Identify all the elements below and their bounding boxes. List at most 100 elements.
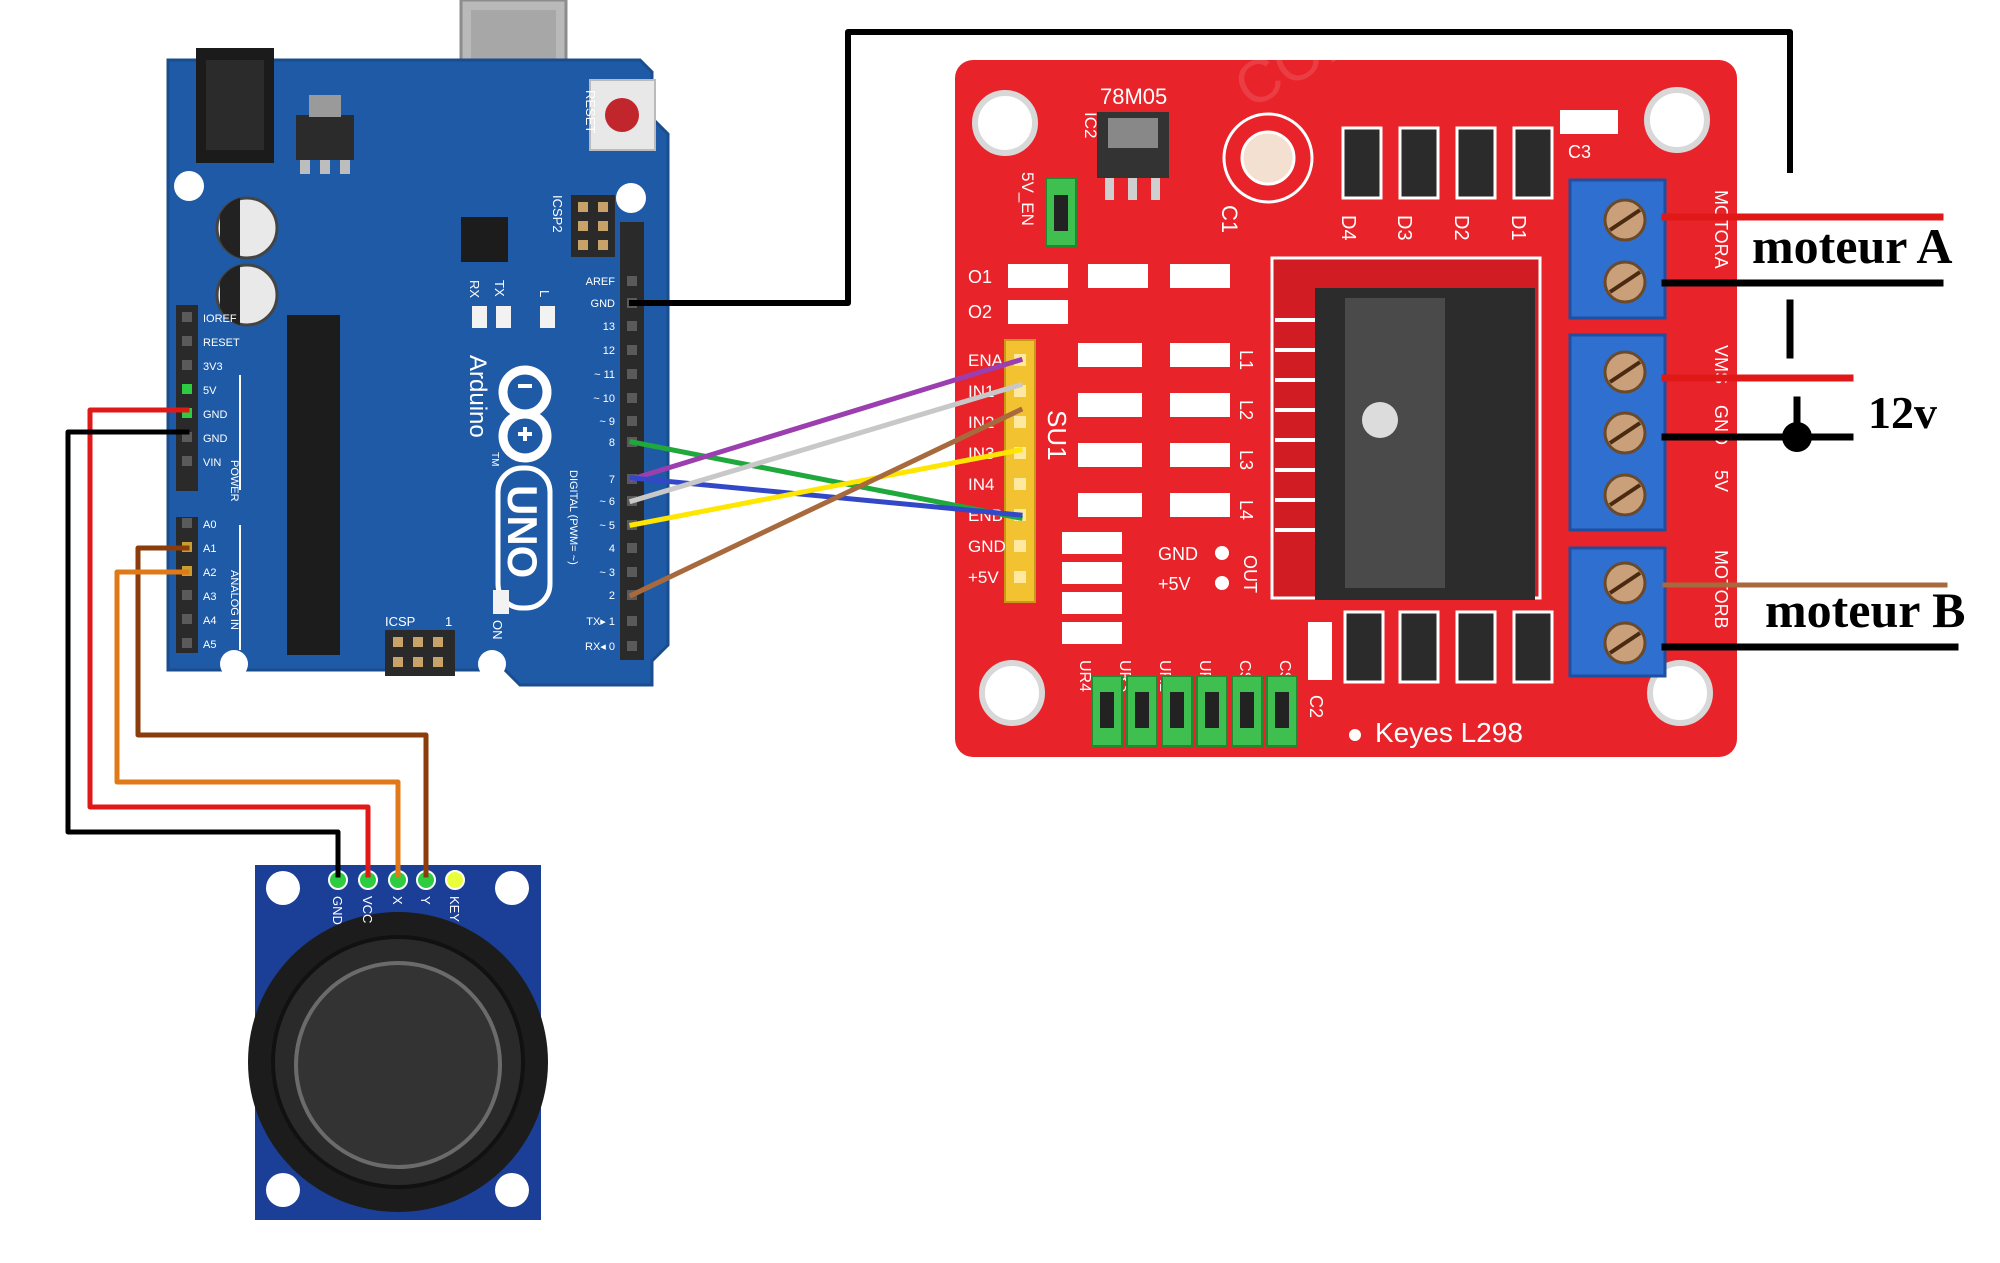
power-pin	[182, 456, 192, 466]
tx-led	[496, 306, 511, 328]
analog-pin-label: A5	[203, 639, 216, 651]
joystick-knob	[294, 961, 502, 1169]
analog-pin	[182, 518, 192, 528]
c2-capacitor	[1308, 622, 1332, 680]
digital-pin-label: GND	[591, 298, 616, 310]
on-led	[493, 590, 509, 614]
digital-pin	[627, 345, 637, 355]
digital-pin	[627, 369, 637, 379]
joystick-hole	[495, 871, 529, 905]
led-label: L2	[1236, 400, 1256, 420]
bottom-diodes	[1343, 610, 1554, 684]
mounting-hole	[478, 650, 506, 678]
digital-pin	[627, 567, 637, 577]
control-header	[1004, 339, 1036, 603]
digital-group-label: DIGITAL (PWM= ~)	[567, 470, 579, 565]
terminal-label: VMS	[1711, 345, 1731, 384]
diode-label: D1	[1507, 215, 1529, 241]
power-pin-label: GND	[203, 409, 228, 421]
power-pin	[182, 384, 192, 394]
arduino-logo	[498, 365, 552, 463]
digital-pin-label: 7	[609, 474, 615, 486]
driver-mount-hole	[979, 660, 1045, 726]
watermark: COM	[1763, 103, 1918, 231]
atmega-chip	[287, 315, 340, 655]
power-header	[176, 305, 198, 491]
jumper-label: 5V_EN	[1018, 172, 1037, 226]
analog-header	[176, 517, 198, 653]
power-pin-label: IOREF	[203, 313, 237, 325]
joystick-hole	[266, 871, 300, 905]
jumper	[1126, 675, 1158, 747]
digital-pin	[627, 276, 637, 286]
joystick-pin	[445, 870, 465, 890]
icsp-pin1-label: 1	[445, 614, 452, 629]
wire-5v-vcc	[87, 407, 371, 878]
regulator-label: 78M05	[1100, 84, 1167, 109]
terminal-block-power	[1568, 333, 1667, 532]
smd-resistor	[1088, 264, 1148, 288]
small-resistors	[1062, 532, 1122, 644]
l298-driver-board: COM COM 78M05 IC2 C1 5V_EN C3 D4 D3	[955, 0, 1918, 757]
power-pin	[182, 360, 192, 370]
power-pin-label: RESET	[203, 337, 240, 349]
joystick-hole	[266, 1173, 300, 1207]
diode-label: D4	[1337, 215, 1359, 241]
icsp-label: ICSP	[385, 614, 415, 629]
digital-pin	[627, 416, 637, 426]
power-pin	[182, 336, 192, 346]
rx-led	[472, 306, 487, 328]
c2-label: C2	[1306, 695, 1326, 718]
digital-pin-label: ~ 9	[599, 416, 615, 428]
terminal-block-motor-b	[1568, 546, 1667, 678]
led-label: L4	[1236, 500, 1256, 520]
analog-pin	[182, 590, 192, 600]
motor-b-label: moteur B	[1765, 582, 1965, 638]
header-pin	[1014, 416, 1026, 428]
c1-label: C1	[1217, 205, 1242, 233]
driver-mount-hole	[1644, 87, 1710, 153]
l-label: L	[537, 290, 552, 297]
wire-brown	[628, 406, 1024, 599]
terminal-label: MOTORB	[1711, 550, 1731, 629]
digital-pin-label: ~ 6	[599, 496, 615, 508]
header-pin-label: IN4	[968, 475, 994, 494]
on-label: ON	[490, 620, 505, 640]
digital-pin-label: ~ 11	[594, 369, 615, 381]
uno-label: UNO	[499, 485, 546, 578]
jumper	[1231, 675, 1263, 747]
usb-chip	[461, 217, 508, 262]
led-resistor-rows	[1078, 343, 1230, 517]
diode-label: D3	[1393, 215, 1415, 241]
trademark: TM	[489, 452, 500, 466]
digital-pin-label: TX▸ 1	[586, 616, 615, 628]
c1-capacitor	[1222, 112, 1314, 204]
wire-yellow	[629, 447, 1023, 528]
joystick-hole	[495, 1173, 529, 1207]
joystick-pin-label: X	[390, 896, 405, 905]
digital-pin	[627, 543, 637, 553]
analog-pin-label: A4	[203, 615, 216, 627]
digital-pin	[627, 641, 637, 651]
digital-pin-label: ~ 3	[599, 567, 615, 579]
top-diodes	[1341, 126, 1554, 200]
digital-pin-label: 13	[603, 321, 615, 333]
voltage-regulator	[296, 115, 354, 160]
analog-pin-label: A3	[203, 591, 216, 603]
wire-gnd-joystick	[65, 429, 341, 878]
arduino-uno-board: RESET ICSP2 RX TX L Arduino TM UNO ON	[166, 0, 670, 687]
mounting-hole	[616, 183, 646, 213]
digital-pin-label: 8	[609, 437, 615, 449]
terminal-block-motor-a	[1568, 178, 1667, 320]
analog-pin-label: A0	[203, 519, 216, 531]
digital-pin-label: ~ 5	[599, 520, 615, 532]
ic2-label: IC2	[1081, 112, 1100, 138]
joystick-pin-label: KEY	[447, 896, 462, 922]
o2-resistor	[1008, 300, 1068, 324]
gnd-label: GND	[1158, 544, 1198, 564]
su1-label: SU1	[1042, 410, 1072, 461]
